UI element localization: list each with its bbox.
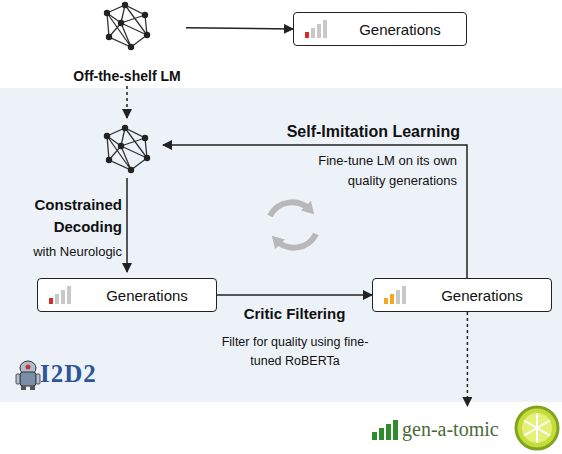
process-box: Generations <box>293 12 467 46</box>
node-text: Off-the-shelf LM <box>73 68 180 84</box>
edge-label: Critic Filtering <box>244 305 346 322</box>
model-node: Off-the-shelf LM <box>68 0 186 84</box>
node-text: Generations <box>441 287 523 304</box>
node-text: I2D2 <box>40 360 97 388</box>
quality-bars <box>372 420 398 440</box>
lime-logo <box>516 407 558 449</box>
process-box: Generations <box>372 278 552 312</box>
annotation-text: with Neurologic <box>2 243 122 261</box>
annotation-text: Filter for quality using fine-tuned RoBE… <box>215 333 375 371</box>
annotation-text: Self-Imitation Learning <box>250 122 460 142</box>
process-box: Generations <box>37 278 217 312</box>
node-text: Generations <box>106 287 188 304</box>
node-text: Generations <box>359 21 441 38</box>
node-text: gen-a-tomic <box>402 418 499 441</box>
dataset-logo: gen-a-tomic <box>368 406 562 452</box>
annotation-text: Fine-tune LM on its own quality generati… <box>292 151 457 191</box>
annotation-text: Constrained Decoding <box>2 194 122 238</box>
connector-arrow <box>186 28 293 29</box>
network-icon <box>104 2 150 50</box>
